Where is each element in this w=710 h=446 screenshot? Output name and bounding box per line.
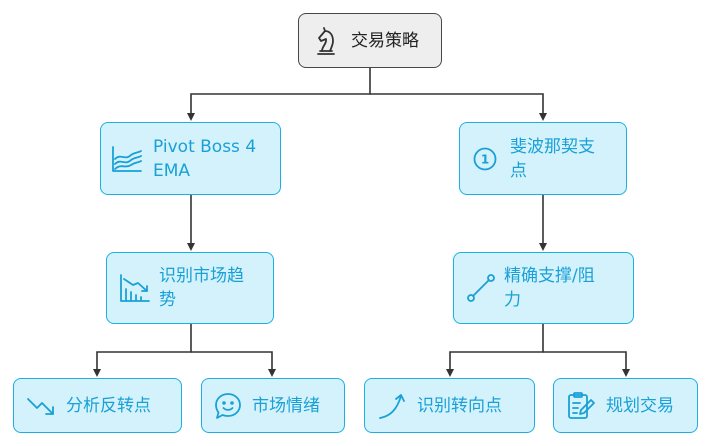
node-label-line2: 势 [159, 290, 176, 310]
node-trading-strategy[interactable]: 交易策略 [298, 13, 442, 68]
edge-root-fib [370, 93, 547, 121]
node-label-line2: 力 [504, 290, 521, 310]
area-chart-icon [111, 144, 143, 174]
node-label-line1: Pivot Boss 4 [153, 136, 257, 157]
node-identify-turning-points[interactable]: 识别转向点 [364, 378, 535, 433]
node-precise-support-resistance[interactable]: 精确支撑/阻 力 [453, 252, 634, 324]
chat-emoji-icon [214, 392, 242, 420]
node-label-line1: 斐波那契支 [510, 136, 595, 157]
node-identify-market-trend[interactable]: 识别市场趋 势 [106, 252, 274, 324]
edge-trend-reversal [93, 324, 192, 377]
edge-trend-sentiment [191, 351, 276, 377]
node-pivot-boss-ema[interactable]: Pivot Boss 4 EMA [100, 122, 281, 195]
node-label-line1: 精确支撑/阻 [504, 266, 595, 286]
edge-levels-turning [446, 324, 544, 377]
node-label: 交易策略 [351, 30, 419, 51]
node-fibonacci-pivot[interactable]: 1 斐波那契支 点 [459, 122, 627, 195]
node-label: 规划交易 [606, 395, 674, 416]
curved-arrow-icon [377, 391, 407, 421]
node-market-sentiment[interactable]: 市场情绪 [201, 378, 345, 433]
edge-levels-plan [543, 351, 630, 377]
bar-chart-down-icon [119, 273, 151, 303]
node-analyze-reversal[interactable]: 分析反转点 [13, 378, 182, 433]
node-plan-trade[interactable]: 规划交易 [553, 378, 698, 433]
node-label-line1: 识别市场趋 [159, 266, 244, 286]
trend-down-icon [26, 394, 56, 418]
node-label: 分析反转点 [66, 395, 151, 416]
edge-root-pivot [187, 68, 371, 121]
node-label: 市场情绪 [252, 395, 320, 416]
chess-knight-icon [313, 26, 339, 56]
node-label-line2: EMA [153, 160, 191, 181]
line-points-icon [466, 273, 496, 303]
node-label: 识别转向点 [417, 395, 502, 416]
clipboard-edit-icon [566, 391, 596, 421]
number-one-circle-icon: 1 [472, 145, 498, 173]
svg-text:1: 1 [481, 152, 489, 166]
node-label-line2: 点 [510, 160, 527, 181]
